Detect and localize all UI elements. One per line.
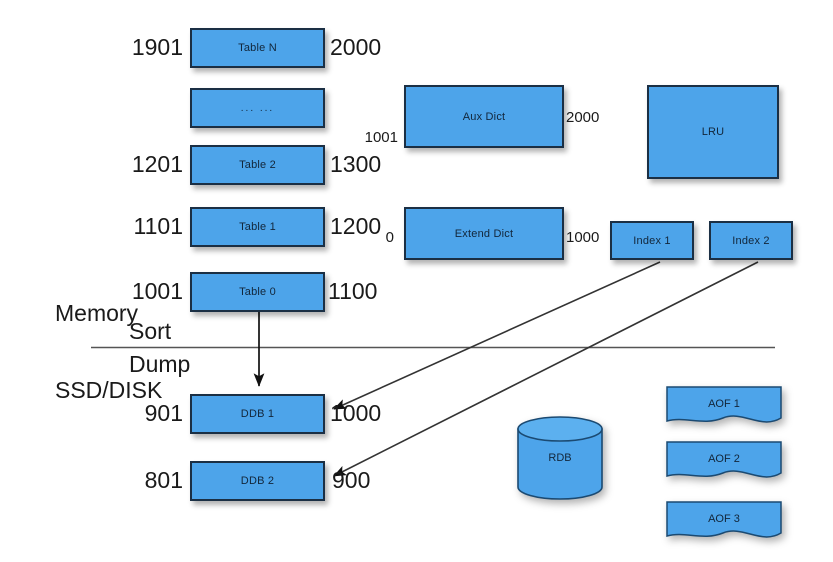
node-extend-dict-label: Extend Dict xyxy=(454,227,514,240)
range-end-table-0: 1100 xyxy=(328,278,378,304)
range-start-aux-dict: 1001 xyxy=(364,129,398,146)
node-table-2-label: Table 2 xyxy=(239,159,276,171)
node-table-0[interactable]: Table 0 xyxy=(190,272,325,312)
node-table-0-label: Table 0 xyxy=(239,286,276,298)
node-aux-dict[interactable]: Aux Dict xyxy=(404,85,564,148)
range-end-extend-dict: 1000 xyxy=(566,229,600,246)
node-index-2[interactable]: Index 2 xyxy=(709,221,793,260)
node-table-2[interactable]: Table 2 xyxy=(190,145,325,185)
region-label-memory: Memory xyxy=(55,300,139,326)
node-extend-dict[interactable]: Extend Dict xyxy=(404,207,564,260)
range-start-extend-dict: 0 xyxy=(385,229,394,246)
node-aof-3-label: AOF 3 xyxy=(708,513,740,525)
node-table-n[interactable]: Table N xyxy=(190,28,325,68)
range-start-ddb-1: 901 xyxy=(144,400,183,426)
range-end-table-2: 1300 xyxy=(330,151,382,177)
node-ddb-2[interactable]: DDB 2 xyxy=(190,461,325,501)
node-index-2-label: Index 2 xyxy=(732,234,770,247)
range-start-table-0: 1001 xyxy=(131,278,183,304)
node-index-1-label: Index 1 xyxy=(633,234,671,247)
range-start-table-n: 1901 xyxy=(131,34,183,60)
node-table-1-label: Table 1 xyxy=(239,221,276,233)
node-aof-2[interactable] xyxy=(665,440,783,484)
range-end-ddb-1: 1000 xyxy=(330,400,382,426)
node-rdb-label: RDB xyxy=(548,452,572,464)
range-start-table-1: 1101 xyxy=(133,213,183,239)
node-table-ellipsis[interactable]: ... ... xyxy=(190,88,325,128)
node-table-1[interactable]: Table 1 xyxy=(190,207,325,247)
range-end-table-1: 1200 xyxy=(330,213,382,239)
range-end-table-n: 2000 xyxy=(330,34,382,60)
range-end-ddb-2: 900 xyxy=(332,467,371,493)
node-ddb-1[interactable]: DDB 1 xyxy=(190,394,325,434)
node-lru[interactable]: LRU xyxy=(647,85,779,179)
node-rdb[interactable] xyxy=(516,416,604,500)
node-aof-1-label: AOF 1 xyxy=(708,398,740,410)
region-label-sort: Sort xyxy=(129,318,172,344)
region-label-ssd-disk: SSD/DISK xyxy=(55,377,163,403)
node-table-n-label: Table N xyxy=(238,42,277,54)
range-start-ddb-2: 801 xyxy=(144,467,183,493)
node-lru-label: LRU xyxy=(701,126,725,138)
node-aof-3[interactable] xyxy=(665,500,783,544)
node-ddb-2-label: DDB 2 xyxy=(240,475,275,487)
node-table-ellipsis-label: ... ... xyxy=(240,102,275,114)
node-aof-1[interactable] xyxy=(665,385,783,429)
connector-index2-to-ddb2 xyxy=(333,261,759,477)
range-end-aux-dict: 2000 xyxy=(566,109,600,126)
node-aof-2-label: AOF 2 xyxy=(708,453,740,465)
node-aux-dict-label: Aux Dict xyxy=(462,110,506,123)
connector-index1-to-ddb1 xyxy=(333,261,661,410)
region-label-dump: Dump xyxy=(129,351,191,377)
node-ddb-1-label: DDB 1 xyxy=(240,408,275,420)
range-start-table-2: 1201 xyxy=(131,151,183,177)
node-index-1[interactable]: Index 1 xyxy=(610,221,694,260)
